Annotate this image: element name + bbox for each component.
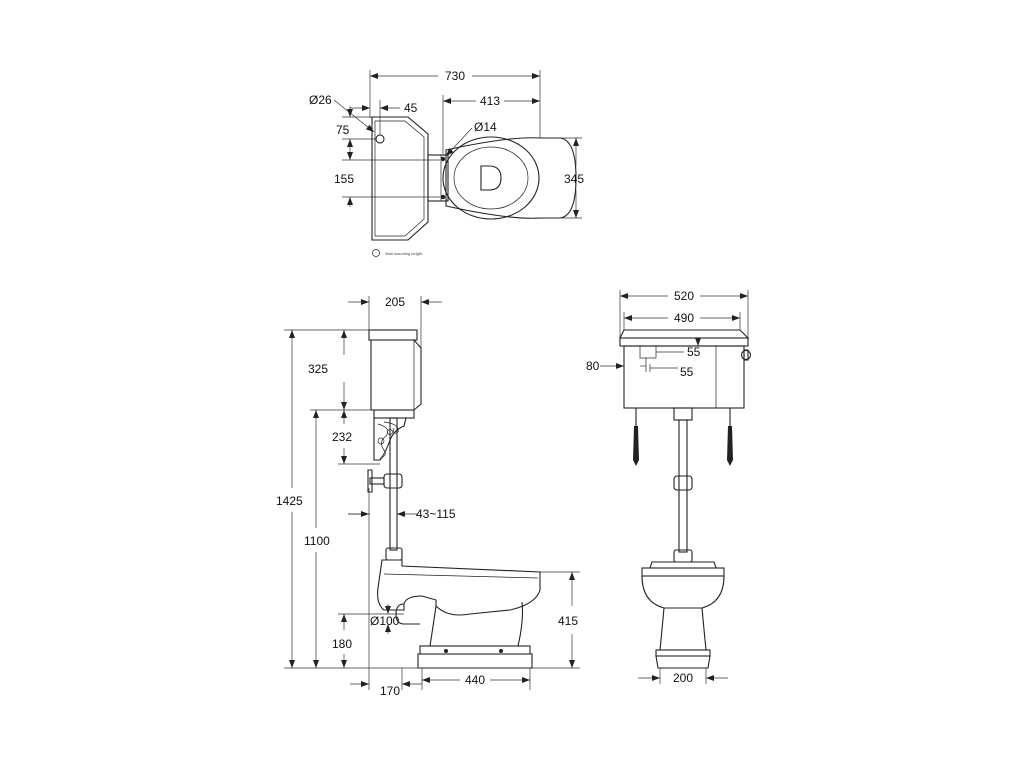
dim-200-label: 200 [673, 671, 693, 685]
top-view: 730 413 Ø26 45 75 [309, 69, 584, 257]
dim-cistern-base-height: 1100 [304, 410, 330, 668]
dim-1425-label: 1425 [276, 494, 303, 508]
dim-413-label: 413 [480, 94, 500, 108]
dim-pedestal-width: 200 [638, 668, 728, 685]
dim-55-upper: 55 [656, 338, 701, 359]
dim-o26-label: Ø26 [309, 93, 332, 107]
fixing-hole-upper [440, 156, 446, 162]
floor-bolt-icon [499, 649, 503, 653]
dim-pipe-height: 75 [336, 106, 376, 150]
dim-outlet-diameter: Ø100 [370, 604, 400, 634]
dim-pan-height: 415 [532, 571, 580, 669]
dim-pan-depth: 440 [421, 668, 531, 690]
dim-1100-label: 1100 [304, 534, 330, 548]
front-view: 520 490 80 55 55 [586, 289, 752, 685]
dim-520-label: 520 [674, 289, 694, 303]
seat-letter-d-icon [480, 165, 502, 191]
dim-depth: 345 [556, 137, 584, 219]
dim-seat-offset: 413 [442, 94, 540, 155]
top-view-flush-connector [427, 154, 449, 202]
dim-flush-pipe-adjust: 43~115 [348, 488, 456, 690]
dim-cistern-depth: 205 [348, 295, 442, 348]
dim-o100-label: Ø100 [370, 614, 400, 628]
dim-cistern-height: 325 [284, 329, 371, 411]
dim-180-label: 180 [332, 637, 352, 651]
legend-text: Wall mounting height [385, 251, 423, 256]
top-view-cistern [371, 116, 429, 241]
dim-o14-label: Ø14 [474, 120, 497, 134]
dim-outlet-setback: 170 [350, 668, 422, 698]
front-view-rods [633, 408, 733, 466]
dim-bracket-height: 232 [332, 410, 380, 465]
dim-490-label: 490 [674, 311, 694, 325]
dim-345-label: 345 [564, 172, 584, 186]
side-view-flush-pipe [367, 417, 403, 561]
dim-155-label: 155 [334, 172, 354, 186]
dim-325-label: 325 [308, 362, 328, 376]
dim-55-lower: 55 [649, 364, 694, 379]
dim-232-label: 232 [332, 430, 352, 444]
dim-fixing-hole: Ø14 [445, 120, 497, 157]
dim-total-height: 1425 [276, 330, 418, 669]
top-view-legend: Wall mounting height [372, 249, 423, 257]
fixing-hole-lower [440, 194, 446, 200]
dim-pipe-offset: 45 [350, 100, 418, 135]
dim-415-label: 415 [558, 614, 578, 628]
floor-bolt-icon [444, 649, 448, 653]
dim-55-upper-label: 55 [687, 345, 701, 359]
dim-45-label: 45 [404, 101, 418, 115]
dim-440-label: 440 [465, 673, 485, 687]
dim-bracket-spacing: 155 [334, 150, 440, 207]
dim-lever-height: 80 [586, 359, 646, 373]
front-view-pan [641, 561, 725, 669]
dim-cistern-width: 520 [619, 289, 749, 338]
side-view-cistern [368, 329, 422, 419]
dim-overall-width: 730 [369, 69, 541, 138]
flush-lever-icon[interactable] [740, 349, 752, 361]
dim-55-lower-label: 55 [680, 365, 694, 379]
side-view: 205 325 232 1425 1100 [276, 295, 580, 698]
dim-43-115-label: 43~115 [416, 507, 456, 521]
dim-inner-width: 490 [623, 311, 741, 330]
dim-730-label: 730 [445, 69, 465, 83]
side-view-pan [377, 559, 541, 669]
front-view-flush-pipe [673, 407, 693, 563]
dim-outlet-height: 180 [332, 613, 404, 668]
top-view-pan [440, 136, 577, 220]
dim-pipe-diameter: Ø26 [309, 93, 375, 133]
dim-205-label: 205 [385, 295, 405, 309]
dim-80-label: 80 [586, 359, 600, 373]
dim-170-label: 170 [380, 684, 400, 698]
dim-75-label: 75 [336, 123, 350, 137]
legend-circle-icon [372, 249, 380, 257]
